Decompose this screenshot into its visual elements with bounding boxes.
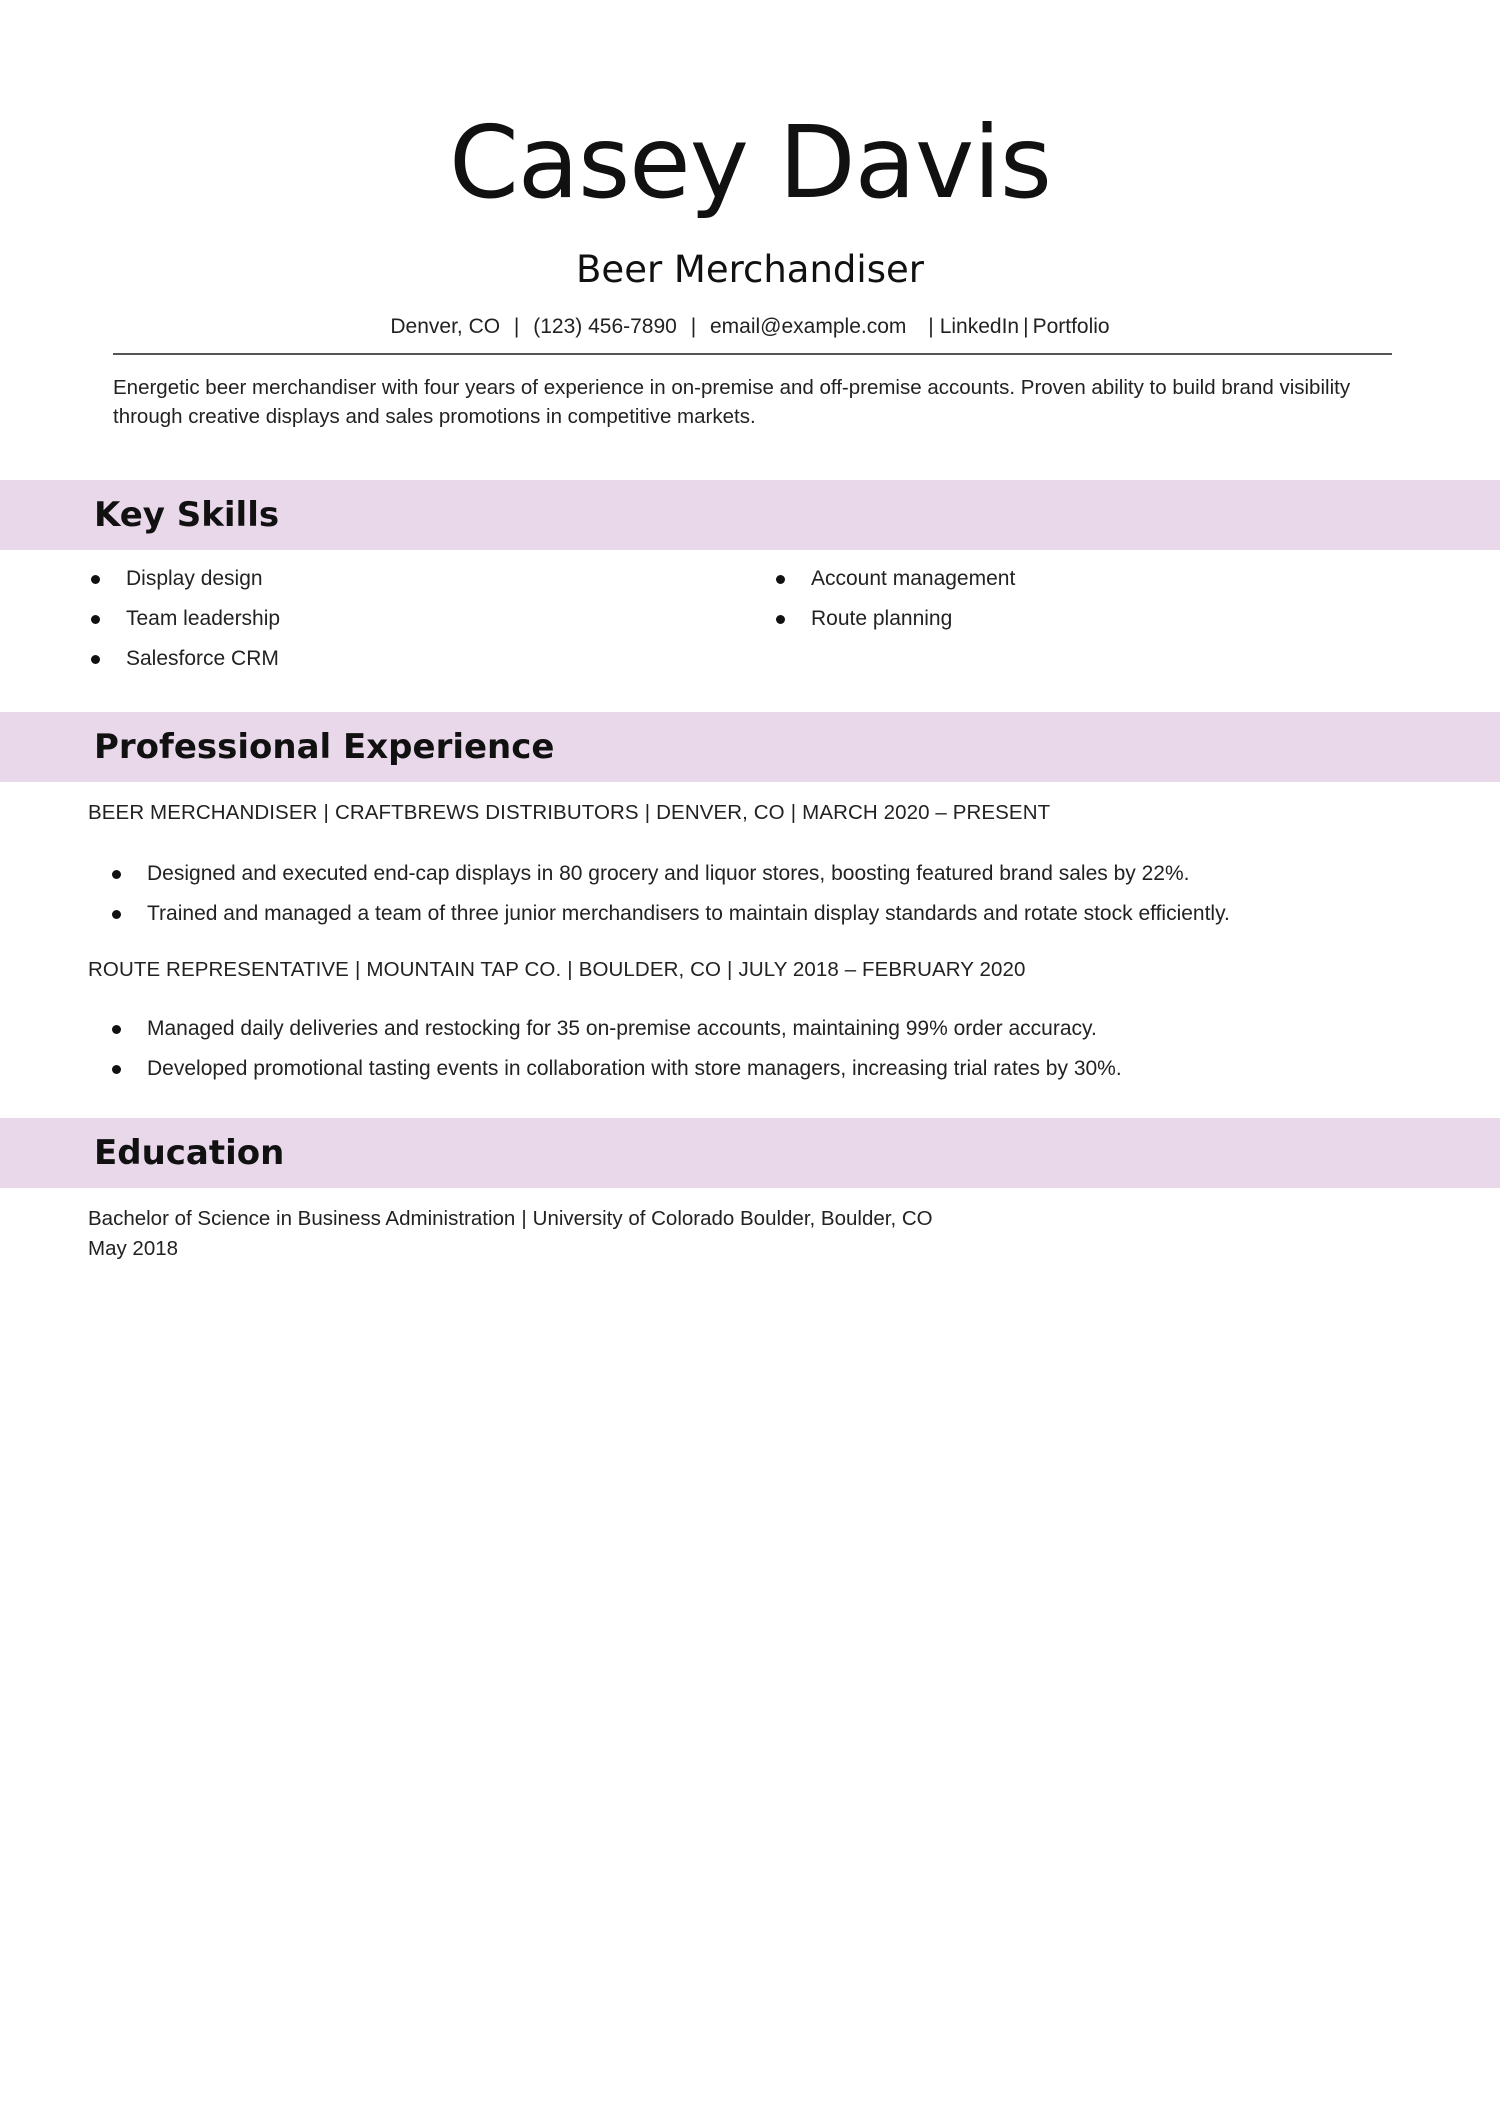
education-section-header: Education xyxy=(0,1118,1500,1188)
job-bullet: Managed daily deliveries and restocking … xyxy=(110,1015,1410,1055)
job-bullet-text: Designed and executed end-cap displays i… xyxy=(147,862,1190,885)
job-dates: MARCH 2020 – PRESENT xyxy=(802,801,1051,824)
job-title: ROUTE REPRESENTATIVE xyxy=(88,958,349,981)
skill-label: Display design xyxy=(126,567,263,590)
skill-label: Route planning xyxy=(811,607,953,630)
experience-section-header: Professional Experience xyxy=(0,712,1500,782)
separator: | xyxy=(727,958,733,981)
job-bullet: Developed promotional tasting events in … xyxy=(110,1055,1410,1095)
job-location: BOULDER, CO xyxy=(578,958,722,981)
portfolio-link[interactable]: Portfolio xyxy=(1032,315,1110,338)
candidate-title: Beer Merchandiser xyxy=(576,248,924,291)
degree: Bachelor of Science in Business Administ… xyxy=(88,1207,516,1230)
separator: | xyxy=(790,801,797,824)
bullet-icon xyxy=(91,655,100,664)
contact-separator: | xyxy=(690,315,697,338)
skills-section-header: Key Skills xyxy=(0,480,1500,550)
job-bullets: Managed daily deliveries and restocking … xyxy=(110,1015,1410,1095)
job-bullet: Trained and managed a team of three juni… xyxy=(110,900,1410,940)
experience-heading: Professional Experience xyxy=(94,727,555,767)
skill-item: Account management xyxy=(776,565,1015,605)
contact-phone: (123) 456-7890 xyxy=(533,315,677,338)
job-dates: JULY 2018 – FEBRUARY 2020 xyxy=(738,958,1026,981)
job-bullet-text: Trained and managed a team of three juni… xyxy=(147,902,1230,925)
linkedin-link[interactable]: LinkedIn xyxy=(939,315,1020,338)
skills-list-right: Account management Route planning xyxy=(776,565,1015,645)
candidate-name: Casey Davis xyxy=(448,104,1052,221)
bullet-icon xyxy=(112,1065,121,1074)
skill-label: Team leadership xyxy=(126,607,281,630)
bullet-icon xyxy=(91,575,100,584)
separator: | xyxy=(323,801,329,824)
contact-separator: | xyxy=(928,315,934,338)
education-entry: Bachelor of Science in Business Administ… xyxy=(88,1205,933,1233)
bullet-icon xyxy=(112,1025,121,1034)
skill-item: Team leadership xyxy=(91,605,280,645)
education-date: May 2018 xyxy=(88,1237,179,1260)
bullet-icon xyxy=(112,870,121,879)
job-title: BEER MERCHANDISER xyxy=(88,801,318,824)
job-header: ROUTE REPRESENTATIVE|MOUNTAIN TAP CO.|BO… xyxy=(88,956,1026,984)
separator: | xyxy=(567,958,573,981)
contact-line: Denver, CO | (123) 456-7890 | email@exam… xyxy=(0,313,1500,341)
skill-label: Account management xyxy=(811,567,1016,590)
contact-separator: | xyxy=(1023,315,1029,338)
bullet-icon xyxy=(91,615,100,624)
job-bullet: Designed and executed end-cap displays i… xyxy=(110,860,1410,900)
header-divider xyxy=(113,353,1392,355)
skill-label: Salesforce CRM xyxy=(126,647,279,670)
contact-email[interactable]: email@example.com xyxy=(710,315,907,338)
skill-item: Salesforce CRM xyxy=(91,645,280,685)
education-heading: Education xyxy=(94,1133,285,1173)
job-header: BEER MERCHANDISER|CRAFTBREWS DISTRIBUTOR… xyxy=(88,799,1050,827)
professional-summary: Energetic beer merchandiser with four ye… xyxy=(113,376,1351,428)
contact-location: Denver, CO xyxy=(390,315,501,338)
skills-list-left: Display design Team leadership Salesforc… xyxy=(91,565,280,685)
contact-separator: | xyxy=(513,315,520,338)
bullet-icon xyxy=(776,575,785,584)
job-location: DENVER, CO xyxy=(656,801,785,824)
bullet-icon xyxy=(112,910,121,919)
skill-item: Display design xyxy=(91,565,280,605)
job-bullet-text: Developed promotional tasting events in … xyxy=(147,1057,1122,1080)
job-company: CRAFTBREWS DISTRIBUTORS xyxy=(334,801,639,824)
bullet-icon xyxy=(776,615,785,624)
job-bullets: Designed and executed end-cap displays i… xyxy=(110,860,1410,940)
separator: | xyxy=(354,958,361,981)
school: University of Colorado Boulder, Boulder,… xyxy=(532,1207,933,1230)
skill-item: Route planning xyxy=(776,605,1015,645)
job-company: MOUNTAIN TAP CO. xyxy=(366,958,562,981)
separator: | xyxy=(644,801,651,824)
separator: | xyxy=(521,1207,527,1230)
skills-heading: Key Skills xyxy=(94,495,280,535)
job-bullet-text: Managed daily deliveries and restocking … xyxy=(147,1017,1097,1040)
